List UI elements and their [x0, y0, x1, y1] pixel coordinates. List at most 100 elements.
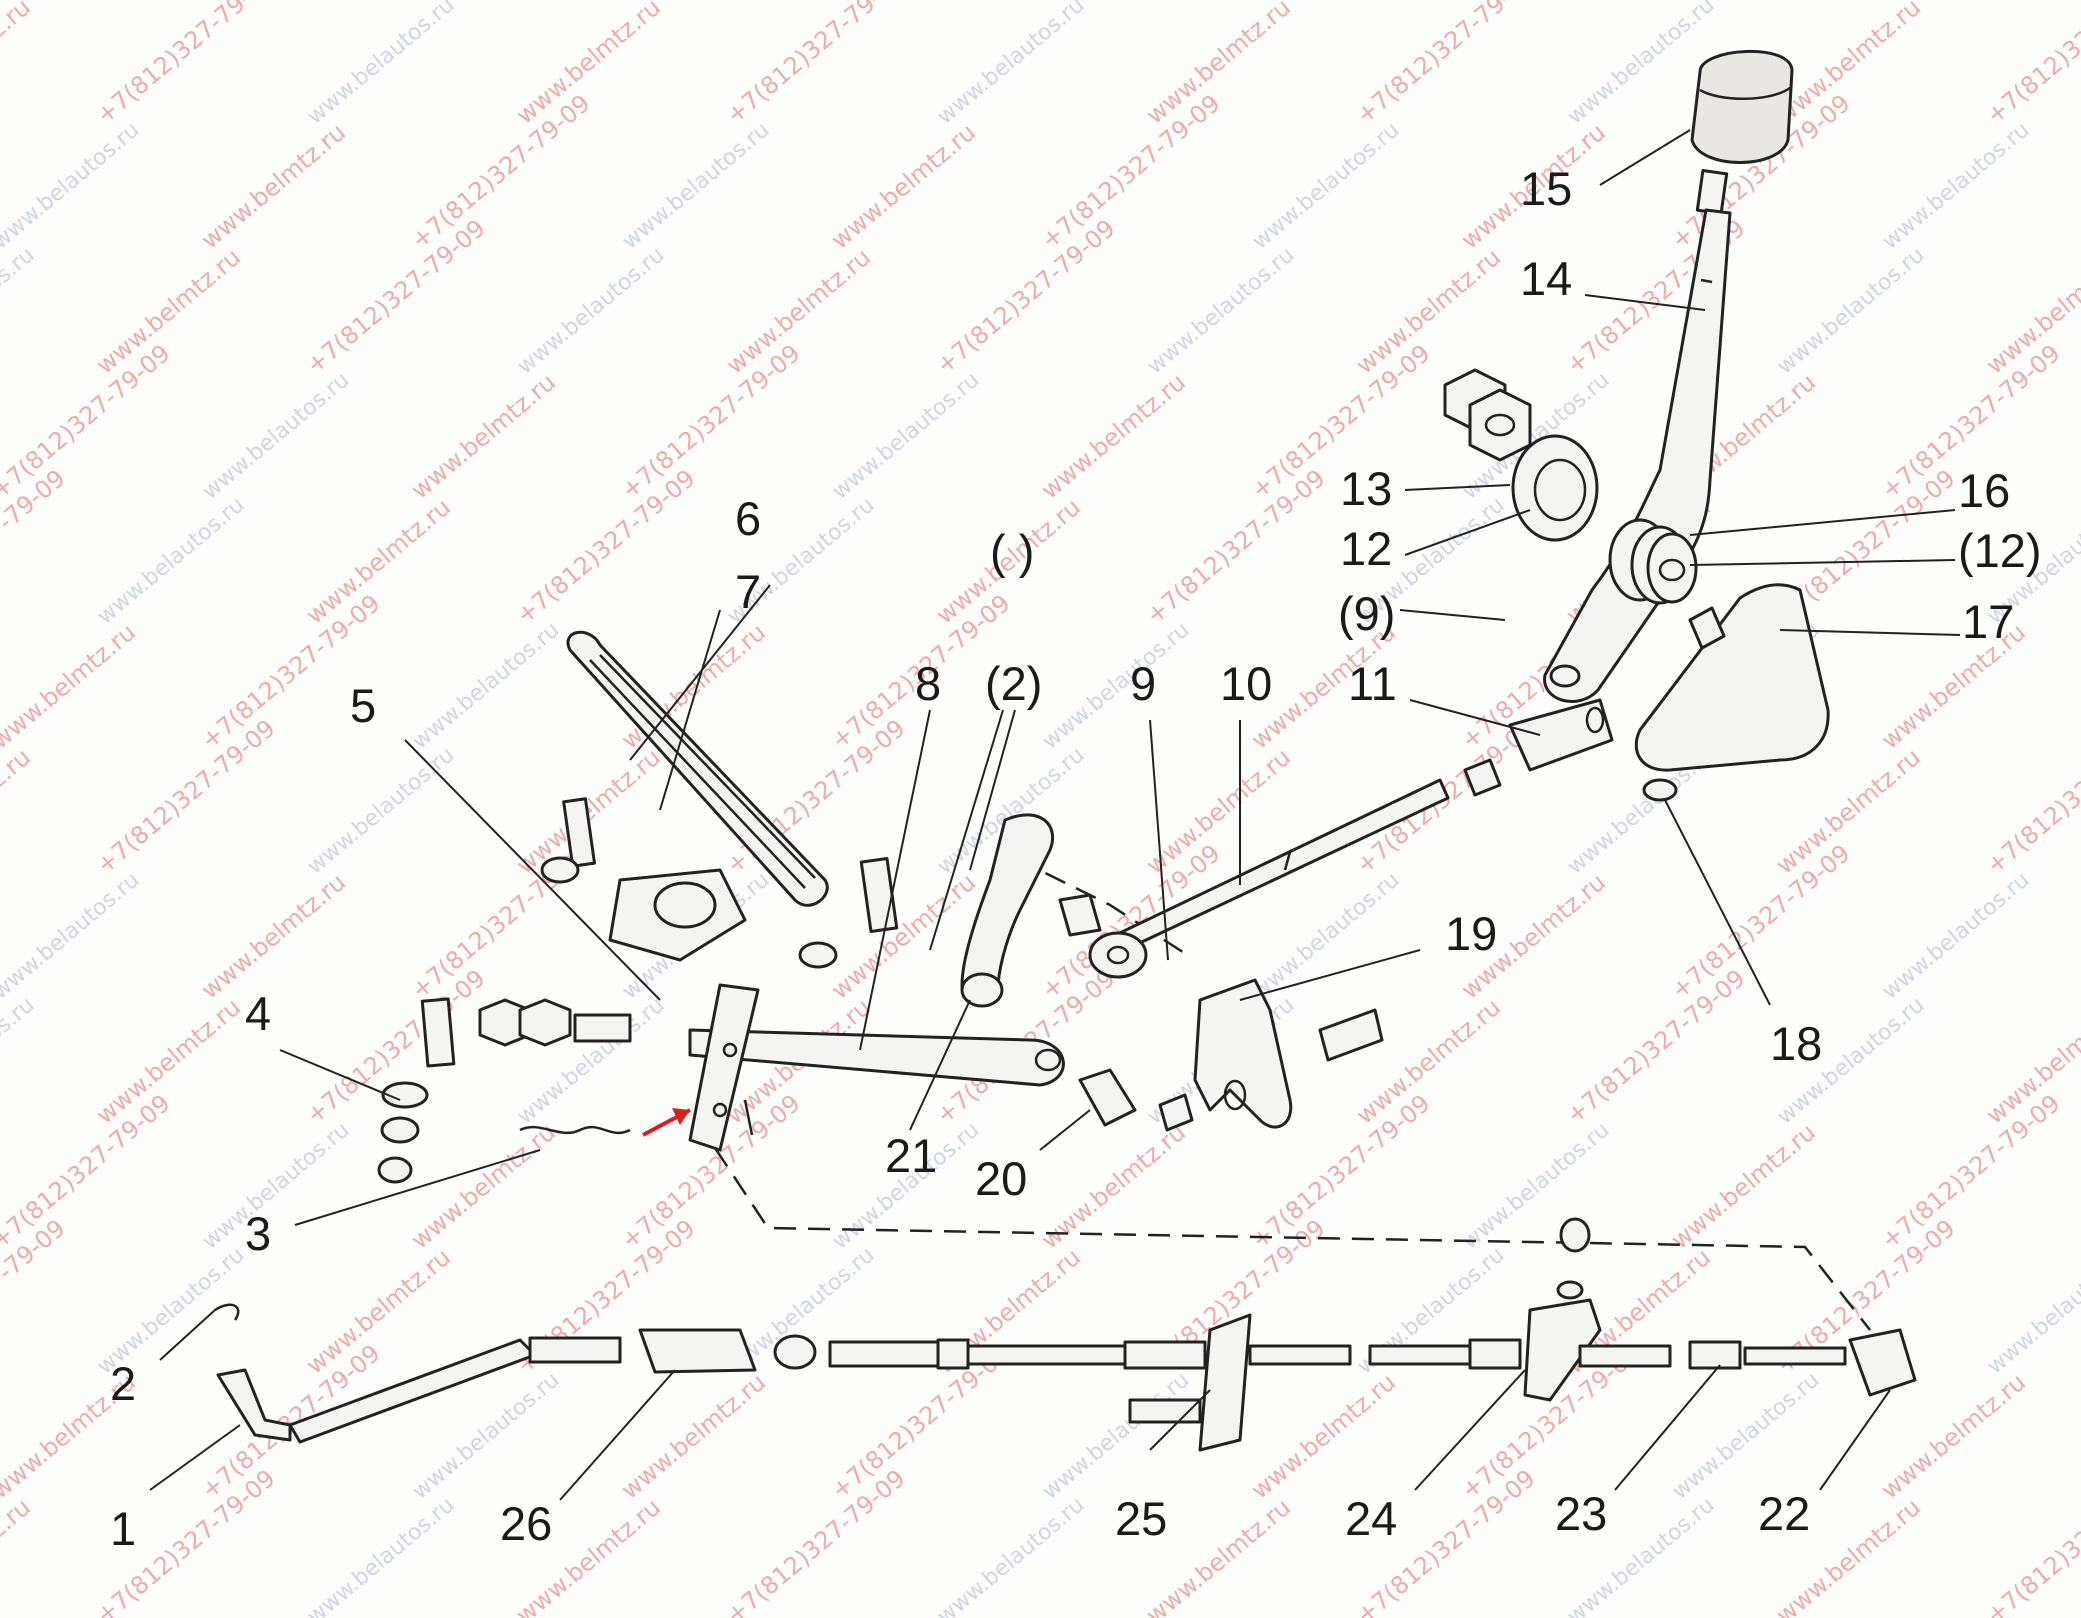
callout-9-ref: (9)	[1338, 587, 1395, 640]
callout-7: 7	[735, 565, 761, 618]
watermark-text: www.belautos.ru	[618, 117, 775, 254]
watermark-text: www.belmtz.ru	[1036, 368, 1191, 505]
part-cover-plate	[1634, 583, 1830, 802]
watermark-text: www.belmtz.ru	[196, 868, 351, 1005]
watermark-text: +7(812)327-79-09	[406, 89, 596, 255]
watermark-text: www.belmtz.ru	[1876, 1368, 2031, 1505]
watermark-text: www.belautos.ru	[1038, 617, 1195, 754]
watermark-text: www.belautos.ru	[1248, 867, 1405, 1004]
callout-1: 1	[110, 1502, 136, 1555]
watermark-text: www.belautos.ru	[198, 1117, 355, 1254]
part-pedal-rod	[688, 1028, 1137, 1127]
watermark-text: www.belautos.ru	[303, 1492, 460, 1618]
watermark-text: +7(812)327-79-09	[1666, 839, 1856, 1005]
watermark-text: +7(812)327-79-09	[1981, 714, 2081, 880]
part-clevis-rod	[1088, 698, 1614, 979]
callout-10: 10	[1220, 657, 1272, 710]
callout-15: 15	[1520, 162, 1572, 215]
watermark-text: www.belmtz.ru	[1666, 1118, 1821, 1255]
watermark-text: www.belautos.ru	[0, 242, 39, 379]
callout-6: 6	[735, 492, 761, 545]
callout-11: 11	[1348, 657, 1397, 710]
watermark-text: www.belmtz.ru	[0, 618, 141, 755]
watermark-text: www.belmtz.ru	[0, 1493, 36, 1618]
callout-19: 19	[1445, 907, 1497, 960]
watermark-text: www.belautos.ru	[933, 0, 1090, 130]
watermark-text: +7(812)327-79-09	[931, 214, 1121, 380]
watermark-text: www.belmtz.ru	[1246, 1368, 1401, 1505]
callout-2: 2	[110, 1357, 136, 1410]
part-bellcrank	[960, 813, 1102, 1008]
watermark-text: www.belmtz.ru	[196, 118, 351, 255]
watermark-text: www.belmtz.ru	[826, 118, 981, 255]
part-shift-lever	[1543, 169, 1732, 703]
part-nuts-washers	[1443, 368, 1698, 605]
watermark-text: +7(812)327-79-09	[721, 1464, 911, 1618]
watermark-text: www.belmtz.ru	[826, 868, 981, 1005]
callout-25: 25	[1115, 1492, 1167, 1545]
callout-12: 12	[1340, 522, 1392, 575]
part-bolts-left	[377, 797, 899, 1184]
part-knob	[1690, 50, 1794, 164]
watermark-text: www.belautos.ru	[1038, 1367, 1195, 1504]
watermark-text: www.belmtz.ru	[0, 743, 36, 880]
watermark-text: www.belautos.ru	[1248, 117, 1405, 254]
callout-5: 5	[350, 679, 376, 732]
watermark-text: +7(812)327-79-09	[0, 1089, 176, 1255]
watermark-text: www.belautos.ru	[513, 242, 670, 379]
watermark-text: +7(812)327-79-09	[1876, 1089, 2066, 1255]
watermark-text: www.belautos.ru	[1668, 1367, 1825, 1504]
watermark-text: www.belautos.ru	[0, 117, 144, 254]
callout-3: 3	[245, 1207, 271, 1260]
watermark-text: +7(812)327-79-09	[1036, 89, 1226, 255]
callout-22: 22	[1758, 1487, 1810, 1540]
watermark-text: www.belautos.ru	[1773, 242, 1930, 379]
callout-20: 20	[975, 1152, 1027, 1205]
callout-labels: 15 14 13 12 16 (12) (9) 17 11 10 9 (2) 8…	[110, 162, 2042, 1555]
watermark-text: www.belautos.ru	[1458, 1117, 1615, 1254]
callout-13: 13	[1340, 462, 1392, 515]
watermark-text: www.belmtz.ru	[616, 1368, 771, 1505]
watermark-text: +7(812)327-79-09	[91, 714, 281, 880]
watermark-text: +7(812)327-79-09	[1141, 464, 1331, 630]
watermark-text: www.belautos.ru	[93, 492, 250, 629]
watermark-text: +7(812)327-79-09	[91, 0, 281, 130]
assembly-dashed-line	[713, 1147, 1871, 1331]
callout-12-ref: (12)	[1958, 524, 2042, 577]
part-pedal	[566, 630, 829, 1152]
callout-18: 18	[1770, 1017, 1822, 1070]
watermark-text: www.belautos.ru	[0, 867, 144, 1004]
part-cable-assembly	[214, 1217, 1917, 1452]
callout-14: 14	[1520, 252, 1572, 305]
watermark-text: www.belautos.ru	[1143, 242, 1300, 379]
callout-26: 26	[500, 1497, 552, 1550]
callout-17: 17	[1962, 595, 2014, 648]
watermark-text: +7(812)327-79-09	[616, 339, 806, 505]
watermark-text: www.belautos.ru	[933, 1492, 1090, 1618]
watermark-text: +7(812)327-79-09	[1981, 0, 2081, 130]
watermark-text: www.belautos.ru	[303, 0, 460, 130]
watermark-text: +7(812)327-79-09	[511, 464, 701, 630]
callout-9: 9	[1130, 657, 1156, 710]
leader-lines	[149, 129, 1961, 1501]
callout-empty-parens: ( )	[990, 525, 1034, 578]
watermark-text: www.belautos.ru	[0, 992, 39, 1129]
watermark-text: +7(812)327-79-09	[0, 339, 176, 505]
watermark-text: www.belautos.ru	[1983, 1242, 2081, 1379]
watermark-text: www.belautos.ru	[828, 367, 985, 504]
callout-24: 24	[1345, 1492, 1397, 1545]
part-bracket	[1158, 978, 1384, 1132]
red-marker-arrow	[642, 1108, 691, 1137]
watermark-text: www.belautos.ru	[408, 617, 565, 754]
callout-23: 23	[1555, 1487, 1607, 1540]
watermark-text: www.belmtz.ru	[0, 0, 36, 130]
watermark-text: +7(812)327-79-09	[1561, 964, 1751, 1130]
watermark-text: +7(812)327-79-09	[301, 214, 491, 380]
callout-8: 8	[915, 657, 941, 710]
watermark-text: +7(812)327-79-09	[1351, 0, 1541, 130]
watermark-text: www.belautos.ru	[303, 742, 460, 879]
watermark-text: +7(812)327-79-09	[721, 714, 911, 880]
